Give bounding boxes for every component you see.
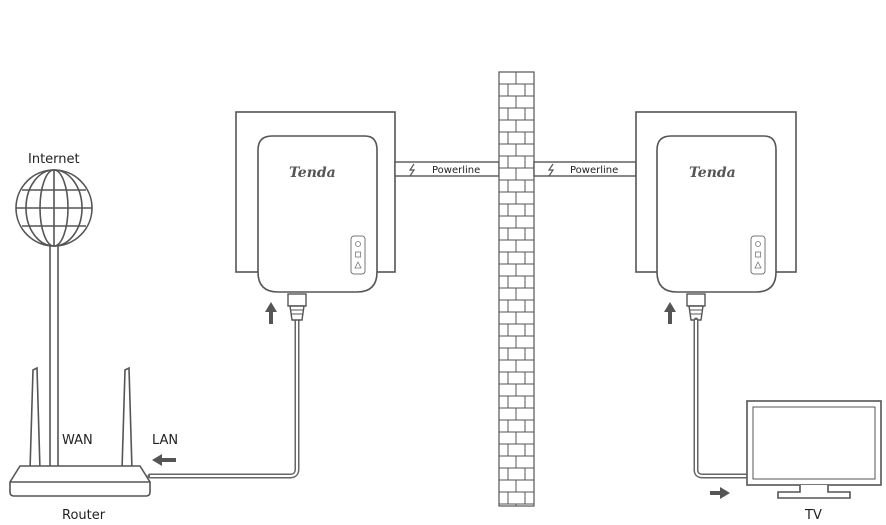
- wall-bricks: [499, 72, 534, 506]
- internet-label: Internet: [28, 152, 80, 167]
- right-adapter-brand: Tenda: [689, 165, 736, 181]
- powerline-right-label: Powerline: [570, 165, 618, 176]
- powerline-left-label: Powerline: [432, 165, 480, 176]
- led-indicator-icon: [350, 235, 366, 275]
- tv-cable: [693, 317, 751, 479]
- router-label: Router: [62, 508, 106, 523]
- led-indicator-icon: [750, 235, 766, 275]
- wan-label: WAN: [62, 433, 93, 448]
- router: [9, 366, 151, 497]
- tv-label: TV: [804, 508, 822, 523]
- right-up-arrow-icon: [664, 302, 676, 324]
- tv-arrow-icon: [710, 487, 730, 499]
- globe-icon: [15, 169, 93, 247]
- lan-cable: [147, 317, 300, 479]
- right-powerline-adapter: Tenda: [656, 135, 777, 321]
- left-powerline-adapter: Tenda: [257, 135, 378, 321]
- left-adapter-brand: Tenda: [289, 165, 336, 181]
- lightning-icon: [547, 163, 555, 177]
- tv: [746, 400, 882, 499]
- left-up-arrow-icon: [265, 302, 277, 324]
- powerline-band-right: Powerline: [533, 161, 637, 177]
- lan-arrow-icon: [152, 454, 176, 466]
- lightning-icon: [408, 163, 416, 177]
- lan-label: LAN: [152, 433, 178, 448]
- powerline-band-left: Powerline: [394, 161, 500, 177]
